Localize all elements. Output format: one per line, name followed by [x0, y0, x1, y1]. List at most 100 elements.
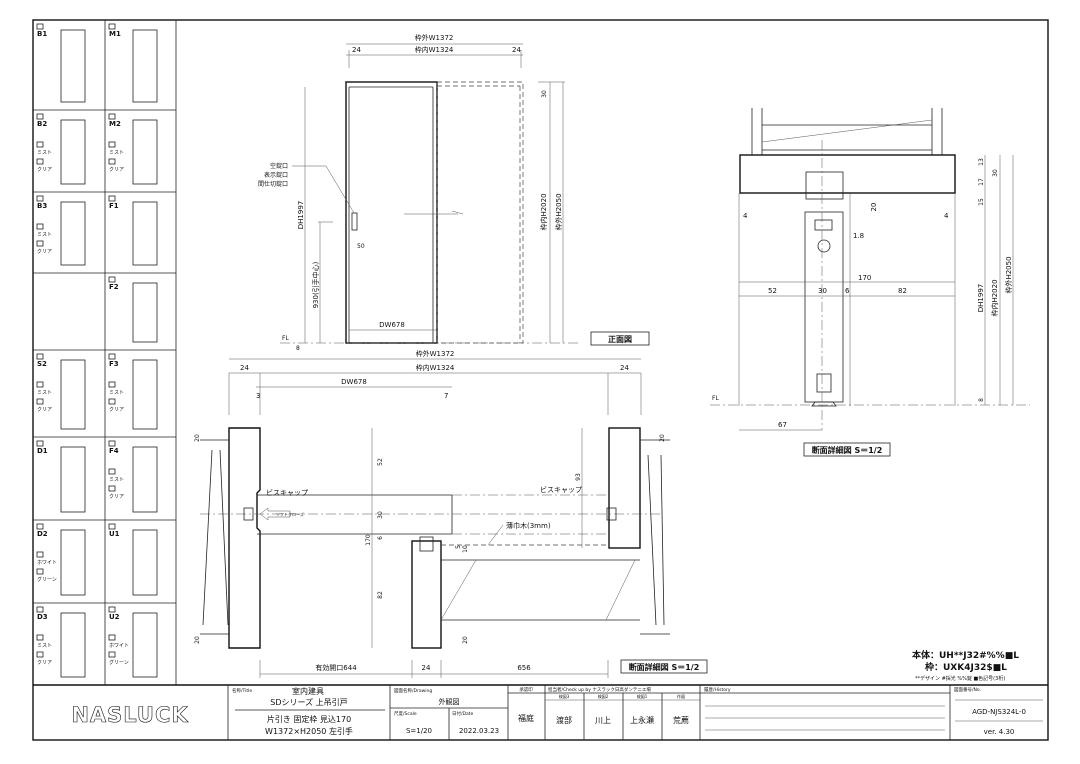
- checkbox[interactable]: [108, 485, 116, 492]
- design-code: M2: [109, 120, 121, 128]
- dim-50: 50: [357, 243, 365, 250]
- option-label: クリア: [37, 407, 52, 413]
- soft-close-arrow-icon: [259, 507, 291, 521]
- checkbox[interactable]: [108, 651, 116, 658]
- drawing-label: 図面名称/Drawing: [394, 687, 432, 694]
- door-design-cell: F1: [108, 195, 158, 266]
- door-thumbnail: [60, 529, 86, 596]
- checkbox[interactable]: [36, 113, 44, 120]
- checkbox[interactable]: [36, 651, 44, 658]
- soft-close-label: ソフトクローズ: [276, 511, 304, 517]
- checkbox[interactable]: [108, 398, 116, 405]
- dim-52: 52: [377, 458, 384, 466]
- checkbox[interactable]: [36, 606, 44, 613]
- title-block: NASLUCK 名称/Title 室内建具 SDシリーズ 上吊引戸 片引き 固定…: [71, 685, 1043, 740]
- checkbox[interactable]: [36, 158, 44, 165]
- checkbox[interactable]: [108, 195, 116, 202]
- dim-effective-opening: 有効開口644: [315, 663, 357, 672]
- door-design-cell: F2: [108, 276, 158, 343]
- front-view: 枠外W1372 枠内W1324 24 24 DW678 50 空錠口 表示錠口 …: [258, 33, 650, 352]
- door-thumbnail: [132, 119, 158, 185]
- dim-top: 30: [541, 90, 548, 98]
- checkbox[interactable]: [36, 568, 44, 575]
- lock-label: 間仕切錠口: [258, 180, 288, 188]
- approval-label: 承認印: [519, 686, 533, 693]
- checkbox[interactable]: [36, 381, 44, 388]
- checkbox[interactable]: [108, 523, 116, 530]
- approval-stamp: 福庭: [518, 713, 534, 723]
- check-label: 担当者/Check up by ナスラック日高ダンテニエ場: [548, 686, 651, 693]
- checkbox[interactable]: [108, 381, 116, 388]
- checkbox[interactable]: [36, 398, 44, 405]
- dim-inner-width: 枠内W1324: [416, 363, 455, 372]
- checkbox[interactable]: [36, 551, 44, 558]
- plan-section: 枠外W1372 枠内W1324 24 24 DW678 3 7 ソフトクローズ …: [194, 349, 708, 678]
- checkbox[interactable]: [108, 113, 116, 120]
- checker-name: 渡部: [556, 715, 572, 725]
- checkbox[interactable]: [108, 634, 116, 641]
- checkbox[interactable]: [108, 276, 116, 283]
- door-design-cell: D1: [36, 440, 86, 513]
- design-code: M1: [109, 30, 121, 38]
- checkbox[interactable]: [36, 195, 44, 202]
- door-design-cell: B1: [36, 23, 86, 103]
- option-label: クリア: [109, 407, 124, 413]
- checkbox[interactable]: [36, 353, 44, 360]
- drawing-name: 外観図: [439, 697, 460, 706]
- option-label: クリア: [37, 167, 52, 173]
- dim-82: 82: [377, 591, 384, 599]
- checkbox[interactable]: [36, 240, 44, 247]
- dim-handle-height: 930(引手中心): [311, 261, 320, 308]
- dim-93: 93: [575, 473, 582, 481]
- checkbox[interactable]: [108, 158, 116, 165]
- checkbox[interactable]: [108, 141, 116, 148]
- checker-role: 検図3: [559, 693, 570, 699]
- dim-side-left: 24: [352, 46, 361, 54]
- description-line-2: W1372×H2050 左引手: [265, 726, 353, 736]
- history-label: 履歴/History: [704, 687, 731, 693]
- sheet-border: [32, 19, 1049, 741]
- door-thumbnail: [132, 529, 158, 596]
- design-code: D3: [37, 613, 48, 621]
- design-code: B3: [37, 202, 47, 210]
- dim-1-8: 1.8: [853, 232, 864, 240]
- checkbox[interactable]: [108, 353, 116, 360]
- checkbox[interactable]: [36, 634, 44, 641]
- checker-role: 作図: [677, 693, 685, 699]
- option-label: ミスト: [109, 150, 124, 156]
- checker-name: 川上: [595, 716, 611, 725]
- checkbox[interactable]: [36, 440, 44, 447]
- door-leaf: [804, 211, 844, 403]
- checkbox[interactable]: [108, 440, 116, 447]
- checkbox[interactable]: [36, 223, 44, 230]
- dim-right: 24: [620, 364, 629, 372]
- floor-level-mark: FL: [712, 395, 719, 402]
- checkbox[interactable]: [36, 23, 44, 30]
- checkbox[interactable]: [36, 141, 44, 148]
- door-thumbnail: [60, 119, 86, 185]
- dim-door-height: DH1997: [977, 284, 985, 312]
- design-code: F2: [109, 283, 119, 291]
- checkbox[interactable]: [108, 23, 116, 30]
- checkbox[interactable]: [108, 606, 116, 613]
- door-thumbnail: [60, 359, 86, 430]
- option-label: ホワイト: [37, 560, 57, 566]
- checkbox[interactable]: [36, 523, 44, 530]
- checkbox[interactable]: [108, 468, 116, 475]
- door-thumbnail: [60, 446, 86, 513]
- thin-baseboard-label: 薄巾木(3mm): [506, 521, 551, 530]
- vertical-section-label: 断面詳細図 S＝1/2: [812, 445, 883, 455]
- dim-5: 5: [455, 545, 462, 549]
- design-code: D1: [37, 447, 48, 455]
- option-label: ミスト: [109, 477, 124, 483]
- dim-20: 20: [659, 434, 666, 442]
- dim-7: 7: [444, 392, 448, 400]
- design-code: F4: [109, 447, 119, 455]
- dim-6: 6: [377, 536, 384, 540]
- door-thumbnail: [132, 612, 158, 678]
- dim-30: 30: [377, 511, 384, 519]
